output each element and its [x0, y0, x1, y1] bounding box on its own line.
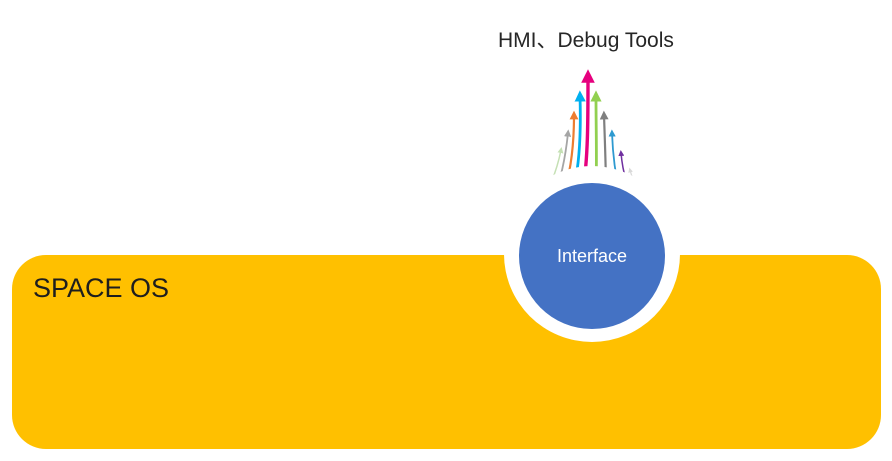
- interface-node: Interface: [519, 183, 665, 329]
- interface-label: Interface: [556, 245, 628, 266]
- space-os-block: [12, 255, 881, 449]
- hmi-debug-tools-label: HMI、Debug Tools: [498, 29, 674, 52]
- space-os-label: SPACE OS: [33, 273, 170, 303]
